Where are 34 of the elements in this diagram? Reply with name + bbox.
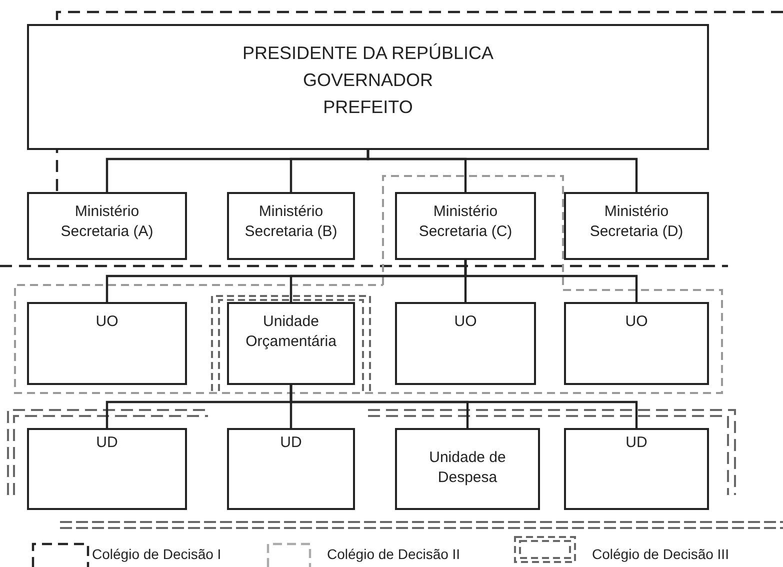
unit-name: GOVERNADOR [302, 69, 434, 92]
unit-name: PREFEITO [322, 96, 414, 119]
org-box [227, 192, 355, 260]
unit-name: Ministério Secretaria (A) [60, 202, 154, 242]
legend-label: Colégio de Decisão I [92, 546, 222, 562]
org-box [27, 24, 709, 150]
legend-label: Colégio de Decisão II [327, 546, 460, 562]
unit-name: Ministério Secretaria (B) [244, 202, 338, 242]
unit-name: UD [95, 433, 119, 453]
org-box [27, 428, 187, 510]
unit-name: UD [279, 433, 303, 453]
org-box [564, 428, 709, 510]
unit-name: Unidade Orçamentária [244, 312, 338, 352]
unit-name: PRESIDENTE DA REPÚBLICA [241, 42, 495, 65]
connector-line [290, 385, 638, 428]
unit-name: UO [453, 312, 478, 332]
org-box [395, 302, 536, 385]
org-box [227, 428, 355, 510]
legend-label: Colégio de Decisão III [592, 546, 729, 562]
org-box [395, 192, 536, 260]
org-box [564, 302, 709, 385]
org-box [227, 302, 355, 385]
connector-line [366, 150, 638, 192]
connector-line [464, 260, 638, 302]
unit-name: UD [624, 433, 648, 453]
unit-name: UO [94, 312, 120, 332]
unit-name: Unidade de Despesa [428, 448, 507, 488]
org-box [395, 428, 540, 510]
org-box [27, 192, 187, 260]
unit-name: Ministério Secretaria (D) [588, 202, 684, 242]
org-box [564, 192, 709, 260]
unit-name: UO [624, 312, 649, 332]
unit-name: Ministério Secretaria (C) [418, 202, 514, 242]
org-box [27, 302, 187, 385]
